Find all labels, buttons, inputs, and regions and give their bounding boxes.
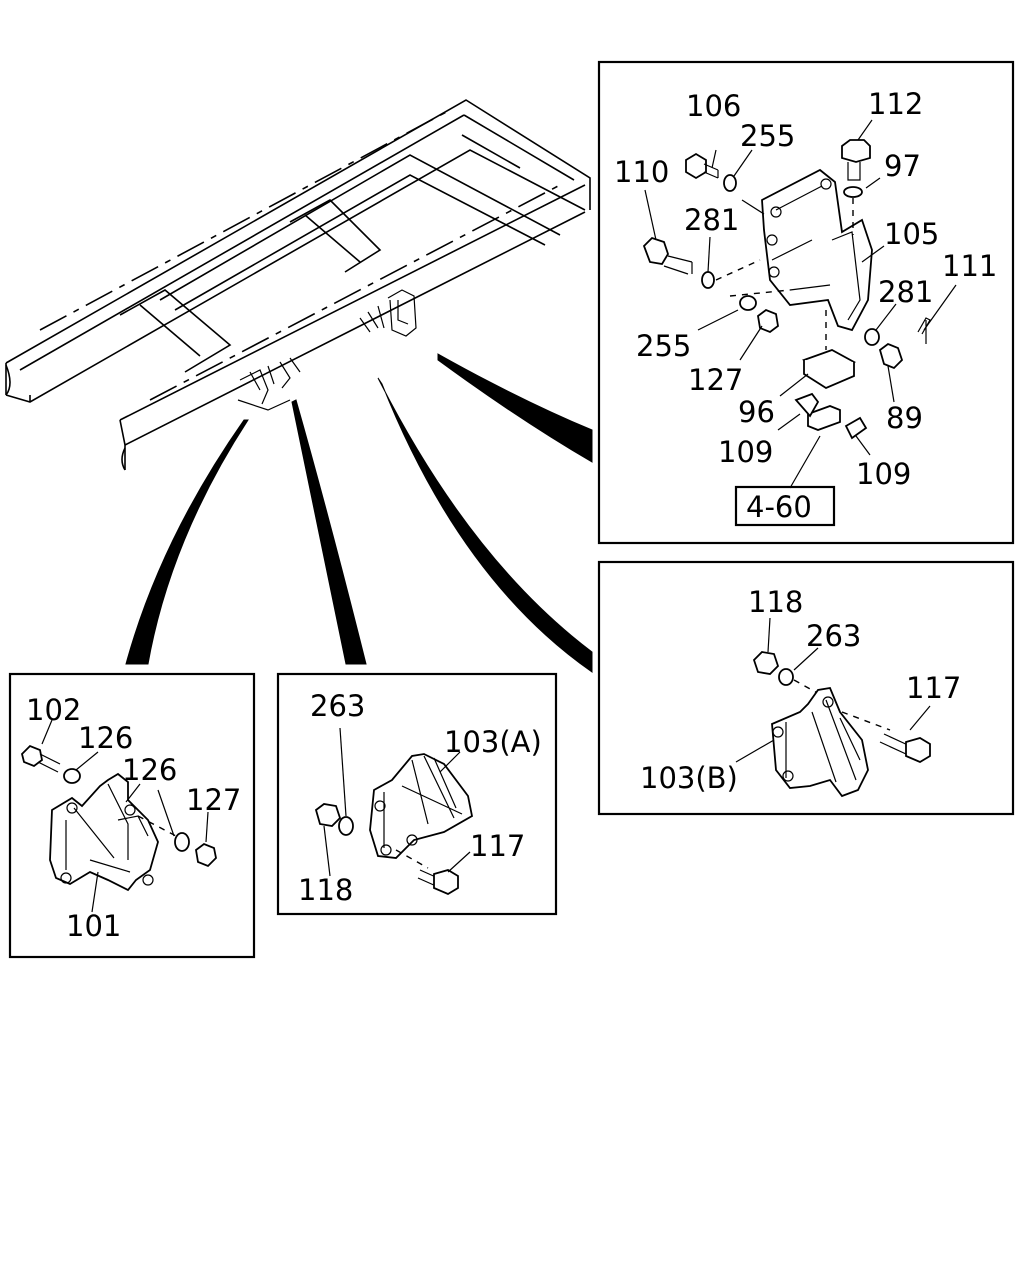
- label-127: 127: [186, 783, 241, 817]
- label-263: 263: [806, 619, 861, 653]
- label-127: 127: [688, 363, 743, 397]
- chassis-frame: [5, 99, 591, 471]
- label-126: 126: [78, 721, 133, 755]
- label-126: 126: [122, 753, 177, 787]
- label-97: 97: [884, 149, 921, 183]
- label-281: 281: [878, 275, 933, 309]
- label-110: 110: [614, 155, 669, 189]
- panel-middle-right: 118 263 117 103(B): [597, 560, 1015, 816]
- panel-top-right: 106 255 112 97 110 281 105 111 281 255 1…: [597, 60, 1015, 545]
- label-118: 118: [298, 873, 353, 907]
- label-103b: 103(B): [640, 761, 738, 795]
- label-102: 102: [26, 693, 81, 727]
- label-105: 105: [884, 217, 939, 251]
- label-89: 89: [886, 401, 923, 435]
- label-281: 281: [684, 203, 739, 237]
- label-96: 96: [738, 395, 775, 429]
- label-106: 106: [686, 89, 741, 123]
- panel-bottom-middle: 263 103(A) 117 118: [276, 672, 558, 916]
- label-263: 263: [310, 689, 365, 723]
- panel-bottom-left: 102 126 126 127 101: [8, 672, 256, 959]
- label-109: 109: [856, 457, 911, 491]
- label-255: 255: [636, 329, 691, 363]
- reference-box: [734, 485, 836, 527]
- label-117: 117: [906, 671, 961, 705]
- label-101: 101: [66, 909, 121, 943]
- leader-wedges: [125, 353, 593, 673]
- label-112: 112: [868, 87, 923, 121]
- label-109: 109: [718, 435, 773, 469]
- label-103a: 103(A): [444, 725, 542, 759]
- reference-label: 4-60: [746, 490, 812, 524]
- label-111: 111: [942, 249, 997, 283]
- label-255: 255: [740, 119, 795, 153]
- label-118: 118: [748, 585, 803, 619]
- label-117: 117: [470, 829, 525, 863]
